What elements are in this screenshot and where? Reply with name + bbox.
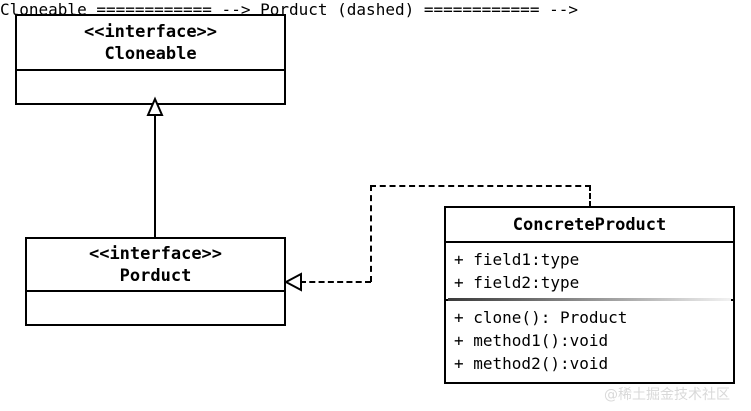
class-stereotype-porduct: <<interface>> bbox=[88, 243, 223, 264]
class-name-cloneable: Cloneable bbox=[104, 43, 197, 64]
class-header-cloneable: <<interface>> Cloneable bbox=[17, 16, 284, 69]
realization-segment-vertical-left bbox=[370, 185, 372, 282]
class-operations-concreteproduct: + clone(): Product + method1():void + me… bbox=[446, 299, 733, 382]
class-header-concreteproduct: ConcreteProduct bbox=[446, 208, 733, 241]
class-box-concreteproduct[interactable]: ConcreteProduct + field1:type + field2:t… bbox=[444, 206, 735, 384]
class-box-cloneable[interactable]: <<interface>> Cloneable bbox=[15, 14, 286, 105]
class-attribute: + field1:type bbox=[454, 250, 580, 269]
class-attributes-porduct bbox=[27, 290, 284, 326]
class-attributes-concreteproduct: + field1:type + field2:type bbox=[446, 241, 733, 299]
realization-segment-vertical-right bbox=[589, 185, 591, 207]
watermark-text: @稀土掘金技术社区 bbox=[604, 387, 730, 403]
class-header-porduct: <<interface>> Porduct bbox=[27, 239, 284, 290]
class-operation: + method1():void bbox=[454, 331, 609, 350]
realization-segment-horizontal-bottom bbox=[300, 281, 371, 283]
class-name-porduct: Porduct bbox=[119, 265, 192, 286]
class-operation: + method2():void bbox=[454, 354, 609, 373]
class-attributes-cloneable bbox=[17, 69, 284, 105]
class-attribute: + field2:type bbox=[454, 273, 580, 292]
class-operation: + clone(): Product bbox=[454, 308, 628, 327]
class-box-porduct[interactable]: <<interface>> Porduct bbox=[25, 237, 286, 326]
hollow-triangle-arrowhead-cloneable bbox=[146, 96, 164, 116]
class-name-concreteproduct: ConcreteProduct bbox=[512, 214, 667, 235]
class-stereotype-cloneable: <<interface>> bbox=[83, 21, 218, 42]
hollow-triangle-arrowhead-porduct bbox=[283, 272, 302, 292]
realization-segment-horizontal-top bbox=[370, 185, 591, 187]
generalization-line-porduct-cloneable bbox=[154, 115, 156, 237]
